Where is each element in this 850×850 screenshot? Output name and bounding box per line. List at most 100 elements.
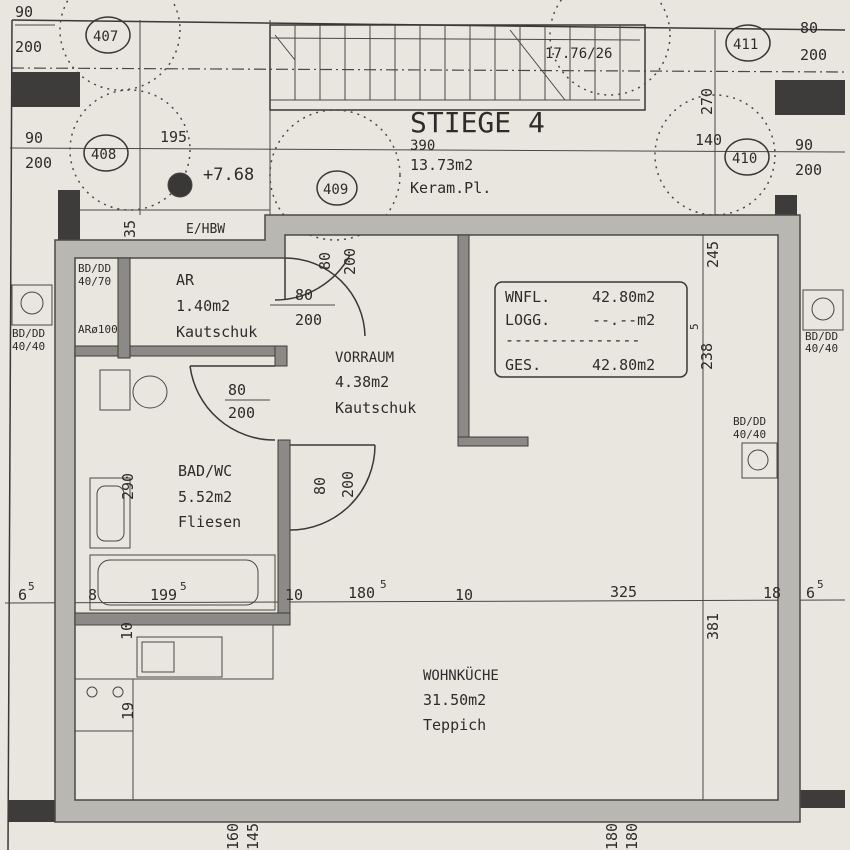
svg-text:180: 180 (348, 584, 375, 602)
sink (136, 636, 223, 678)
stair-area: 13.73m2 (410, 156, 473, 174)
svg-text:BAD/WC: BAD/WC (178, 462, 232, 480)
door-tag-408: 408 (91, 147, 116, 163)
svg-text:180: 180 (603, 823, 621, 850)
door-tag-411: 411 (733, 37, 758, 53)
svg-text:200: 200 (25, 154, 52, 172)
room-bad-wc: BAD/WC 5.52m2 Fliesen (178, 462, 241, 531)
svg-text:5.52m2: 5.52m2 (178, 488, 232, 506)
door-tag-407: 407 (93, 29, 118, 45)
svg-text:140: 140 (695, 131, 722, 149)
svg-text:Kautschuk: Kautschuk (176, 323, 257, 341)
svg-text:80: 80 (800, 19, 818, 37)
svg-text:VORRAUM: VORRAUM (335, 350, 394, 366)
svg-text:80: 80 (228, 381, 246, 399)
svg-text:5: 5 (180, 580, 187, 593)
area-summary: WNFL. 42.80m2 LOGG. --.--m2 ------------… (505, 288, 655, 374)
door-tag-409: 409 (323, 182, 348, 198)
svg-text:WOHNKÜCHE: WOHNKÜCHE (423, 666, 499, 684)
svg-text:90: 90 (795, 136, 813, 154)
shaft-left-label: BD/DD (12, 327, 45, 340)
svg-text:80: 80 (311, 477, 329, 495)
svg-text:31.50m2: 31.50m2 (423, 691, 486, 709)
svg-text:10: 10 (455, 586, 473, 604)
svg-text:18: 18 (763, 584, 781, 602)
svg-text:325: 325 (610, 583, 637, 601)
svg-text:6: 6 (806, 584, 815, 602)
svg-text:200: 200 (295, 311, 322, 329)
elevation: +7.68 (203, 165, 254, 185)
svg-text:290: 290 (119, 473, 137, 500)
staircase-title: STIEGE 4 (410, 106, 545, 139)
shaft-size: 40/70 (78, 275, 111, 288)
svg-text:80: 80 (316, 252, 334, 270)
door-swings (189, 254, 376, 531)
svg-text:200: 200 (15, 38, 42, 56)
door-tag-circles (83, 16, 771, 206)
shaft-left (11, 284, 53, 326)
kitchen-counter (74, 624, 274, 680)
svg-text:381: 381 (704, 613, 722, 640)
exterior-piers (8, 72, 845, 822)
toilet (99, 369, 131, 411)
svg-text:90: 90 (25, 129, 43, 147)
svg-text:GES.: GES. (505, 356, 541, 374)
svg-text:42.80m2: 42.80m2 (592, 288, 655, 306)
svg-text:238: 238 (698, 343, 716, 370)
svg-text:Fliesen: Fliesen (178, 513, 241, 531)
svg-text:200: 200 (339, 471, 357, 498)
svg-text:4.38m2: 4.38m2 (335, 373, 389, 391)
room-ar: AR 1.40m2 Kautschuk (176, 271, 257, 341)
svg-text:80: 80 (295, 286, 313, 304)
fixtures (11, 172, 844, 801)
svg-text:199: 199 (150, 586, 177, 604)
svg-text:8: 8 (88, 586, 97, 604)
shaft-inner (741, 442, 778, 479)
svg-text:245: 245 (704, 241, 722, 268)
room-vorraum: VORRAUM 4.38m2 Kautschuk (335, 350, 416, 417)
frame-lines (4, 19, 846, 850)
svg-text:42.80m2: 42.80m2 (592, 356, 655, 374)
shaft-label: BD/DD (78, 262, 111, 275)
svg-text:200: 200 (800, 46, 827, 64)
svg-text:195: 195 (160, 128, 187, 146)
shaft-right (802, 289, 844, 331)
svg-text:5: 5 (380, 578, 387, 591)
svg-text:Teppich: Teppich (423, 716, 486, 734)
shaft-right-size: 40/40 (805, 342, 838, 355)
svg-text:90: 90 (15, 3, 33, 21)
svg-text:WNFL.: WNFL. (505, 288, 550, 306)
svg-text:10: 10 (285, 586, 303, 604)
svg-text:19: 19 (119, 702, 137, 720)
stair-steps: 17.76/26 (545, 46, 612, 62)
svg-text:10: 10 (118, 622, 136, 640)
pipe-label: ARø100 (78, 323, 118, 336)
svg-text:LOGG.: LOGG. (505, 311, 550, 329)
bathtub (89, 554, 276, 611)
svg-text:270: 270 (698, 88, 716, 115)
svg-text:180: 180 (623, 823, 641, 850)
svg-text:160: 160 (224, 823, 242, 850)
svg-text:5: 5 (28, 580, 35, 593)
shaft-inner-label: BD/DD (733, 415, 766, 428)
ehbw-label: E/HBW (186, 222, 225, 237)
svg-text:200: 200 (341, 248, 359, 275)
door-swings-dotted (59, 0, 776, 241)
shaft-inner-size: 40/40 (733, 428, 766, 441)
svg-text:5: 5 (817, 578, 824, 591)
shaft-right-label: BD/DD (805, 330, 838, 343)
svg-text:145: 145 (244, 823, 262, 850)
svg-text:---------------: --------------- (505, 331, 640, 349)
svg-text:--.--m2: --.--m2 (592, 311, 655, 329)
svg-text:6: 6 (18, 586, 27, 604)
dimension-labels: 195 35 140 270 245 238 5 6 5 8 199 5 10 … (18, 88, 824, 850)
stair-floor: Keram.Pl. (410, 179, 491, 197)
stair-dim: 390 (410, 138, 435, 154)
door-dimensions: 90 200 90 200 90 200 80 200 80 200 80 20… (15, 3, 827, 498)
svg-text:35: 35 (121, 220, 139, 238)
staircase (269, 24, 646, 111)
svg-text:Kautschuk: Kautschuk (335, 399, 416, 417)
washbasin (89, 477, 131, 549)
svg-text:1.40m2: 1.40m2 (176, 297, 230, 315)
